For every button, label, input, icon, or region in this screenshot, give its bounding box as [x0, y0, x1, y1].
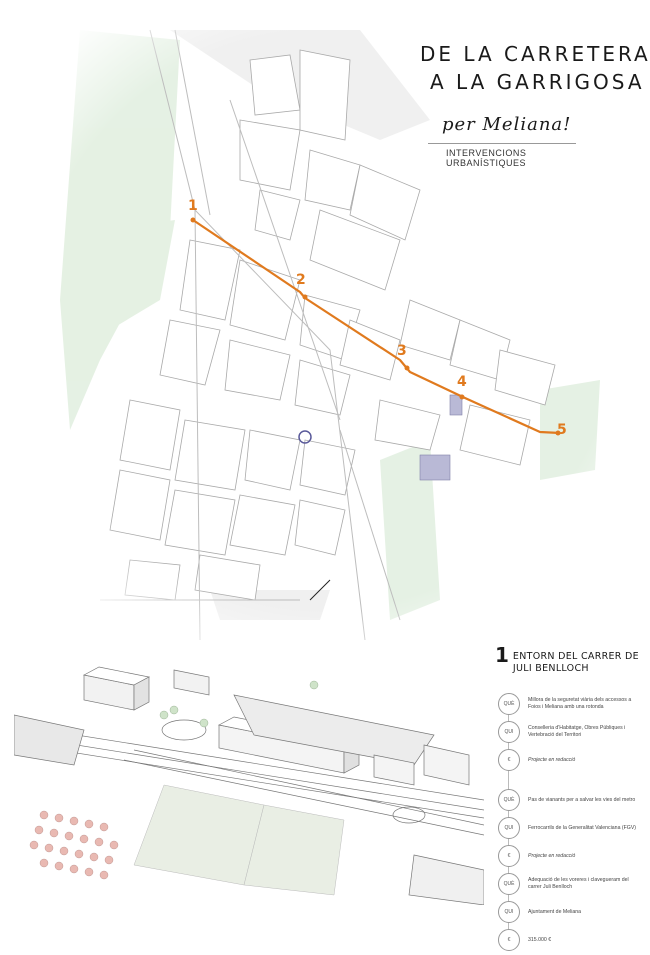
orchard	[29, 810, 119, 880]
intervention-item: QUÈ Millora de la seguretat viària dels a…	[495, 691, 645, 717]
section-header: 1 ENTORN DEL CARRER DE JULI BENLLOCH	[495, 645, 645, 675]
section-title: ENTORN DEL CARRER DE JULI BENLLOCH	[513, 645, 639, 675]
title-line-1: DE LA CARRETERA	[420, 42, 650, 66]
section-title-line-2: JULI BENLLOCH	[512, 663, 589, 674]
route-point-3-label: 3	[397, 343, 407, 359]
item-text: 315.000 €	[528, 936, 552, 943]
item-badge: €	[498, 845, 520, 867]
item-text: Adequació de les voreres i clavegueram d…	[528, 877, 629, 890]
item-badge: €	[498, 929, 520, 951]
intervention-items: QUÈ Millora de la seguretat viària dels a…	[495, 691, 645, 953]
section-caption: INTERVENCIONS URBANÍSTIQUES	[428, 143, 576, 168]
title-block: DE LA CARRETERA A LA GARRIGOSA per Melia…	[420, 40, 650, 168]
intervention-panel: 1 ENTORN DEL CARRER DE JULI BENLLOCH QUÈ…	[495, 645, 645, 955]
intervention-item: QUÈ Pas de vianants per a salvar les vies…	[495, 787, 645, 813]
item-text: Pas de vianants per a salvar les vies de…	[528, 796, 636, 803]
section-title-line-1: ENTORN DEL CARRER DE	[512, 651, 639, 662]
item-badge: QUI	[498, 721, 520, 743]
item-text: Ajuntament de Meliana	[528, 908, 582, 915]
item-text: Ferrocarrils de la Generalitat Valencian…	[528, 824, 637, 831]
item-text: Projecte en redacció	[528, 852, 576, 859]
intervention-item: €315.000 €	[495, 927, 645, 953]
subtitle: per Meliana!	[442, 114, 572, 135]
intervention-item: € Projecte en redacció	[495, 747, 645, 773]
intervention-item: QUI Ferrocarrils de la Generalitat Valenc…	[495, 815, 645, 841]
route-point-5-label: 5	[557, 422, 567, 438]
route-point-1-label: 1	[188, 198, 198, 214]
urban-map	[0, 0, 650, 640]
route-point-4-label: 4	[457, 374, 467, 390]
intervention-item: QUI Conselleria d'Habitatge, Obres Públiq…	[495, 719, 645, 745]
item-badge: QUÈ	[498, 693, 520, 715]
intervention-item: € Projecte en redacció	[495, 843, 645, 869]
item-badge: QUI	[498, 817, 520, 839]
item-text: Millora de la seguretat viària dels acce…	[528, 697, 632, 710]
item-badge: €	[498, 749, 520, 771]
section-number: 1	[495, 643, 509, 667]
intervention-item: QUÈ Adequació de les voreres i claveguera…	[495, 871, 645, 897]
route-point-2-label: 2	[296, 272, 306, 288]
isometric-illustration	[14, 666, 484, 905]
title-line-2: A LA GARRIGOSA	[430, 70, 645, 94]
item-badge: QUÈ	[498, 789, 520, 811]
item-text: Conselleria d'Habitatge, Obres Públiques…	[528, 725, 626, 738]
item-text: Projecte en redacció	[528, 756, 576, 763]
item-badge: QUÈ	[498, 873, 520, 895]
